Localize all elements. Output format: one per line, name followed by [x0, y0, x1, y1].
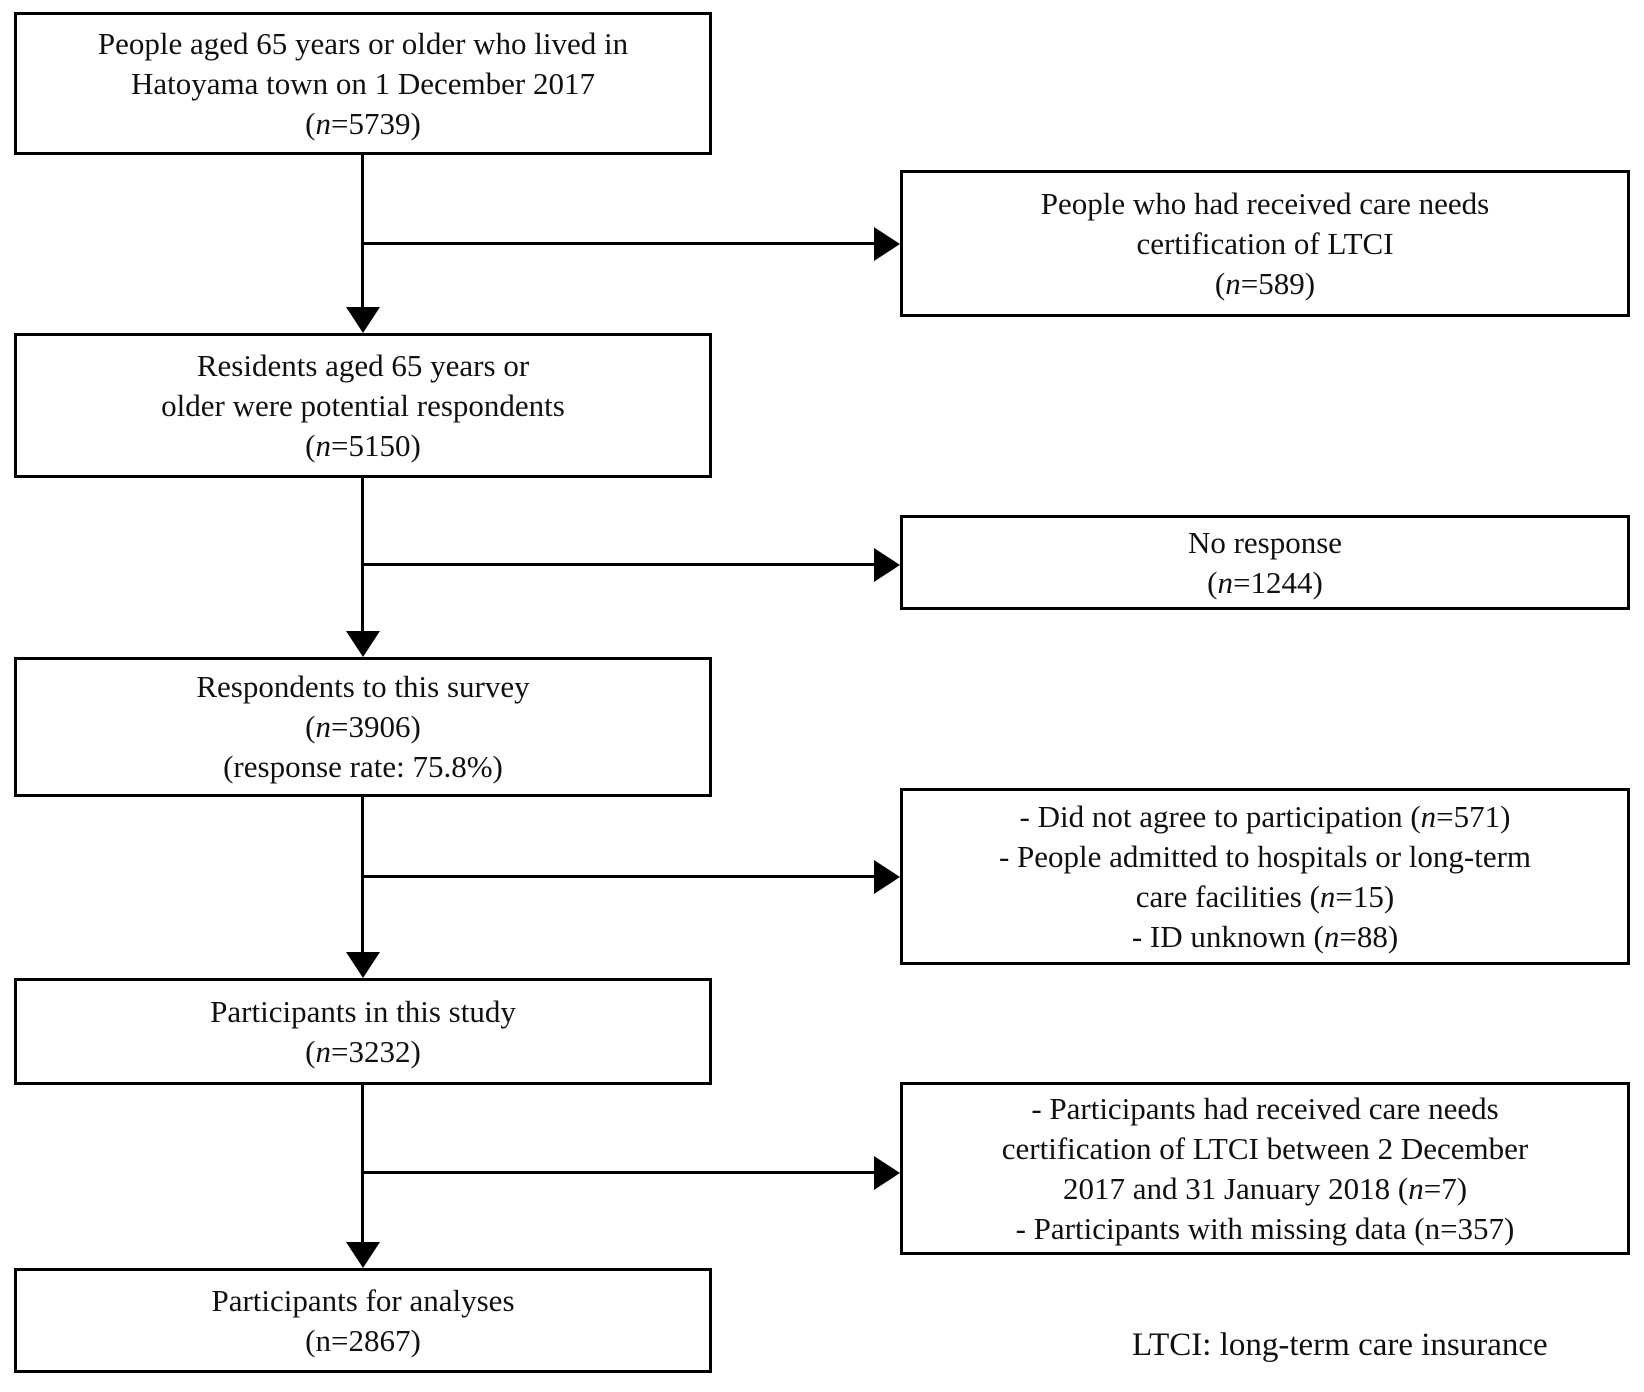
connector-line: [363, 1171, 874, 1174]
arrow-right-icon: [874, 548, 900, 582]
arrow-down-icon: [346, 631, 380, 657]
connector-line: [361, 155, 364, 307]
connector-line: [361, 1085, 364, 1242]
arrow-right-icon: [874, 1156, 900, 1190]
flow-box-analysis-participants: Participants for analyses(n=2867): [14, 1268, 712, 1373]
flow-box-excluded-from-study: - Did not agree to participation (n=571)…: [900, 788, 1630, 965]
flow-box-population: People aged 65 years or older who lived …: [14, 12, 712, 155]
flow-box-survey-respondents: Respondents to this survey(n=3906)(respo…: [14, 657, 712, 797]
arrow-right-icon: [874, 860, 900, 894]
connector-line: [363, 242, 874, 245]
flow-box-study-participants: Participants in this study(n=3232): [14, 978, 712, 1085]
connector-line: [363, 563, 874, 566]
connector-line: [363, 875, 874, 878]
arrow-down-icon: [346, 307, 380, 333]
connector-line: [361, 478, 364, 631]
arrow-down-icon: [346, 952, 380, 978]
connector-line: [361, 797, 364, 952]
flow-box-excluded-no-response: No response(n=1244): [900, 515, 1630, 610]
ltci-footnote: LTCI: long-term care insurance: [1132, 1327, 1548, 1363]
arrow-down-icon: [346, 1242, 380, 1268]
arrow-right-icon: [874, 227, 900, 261]
